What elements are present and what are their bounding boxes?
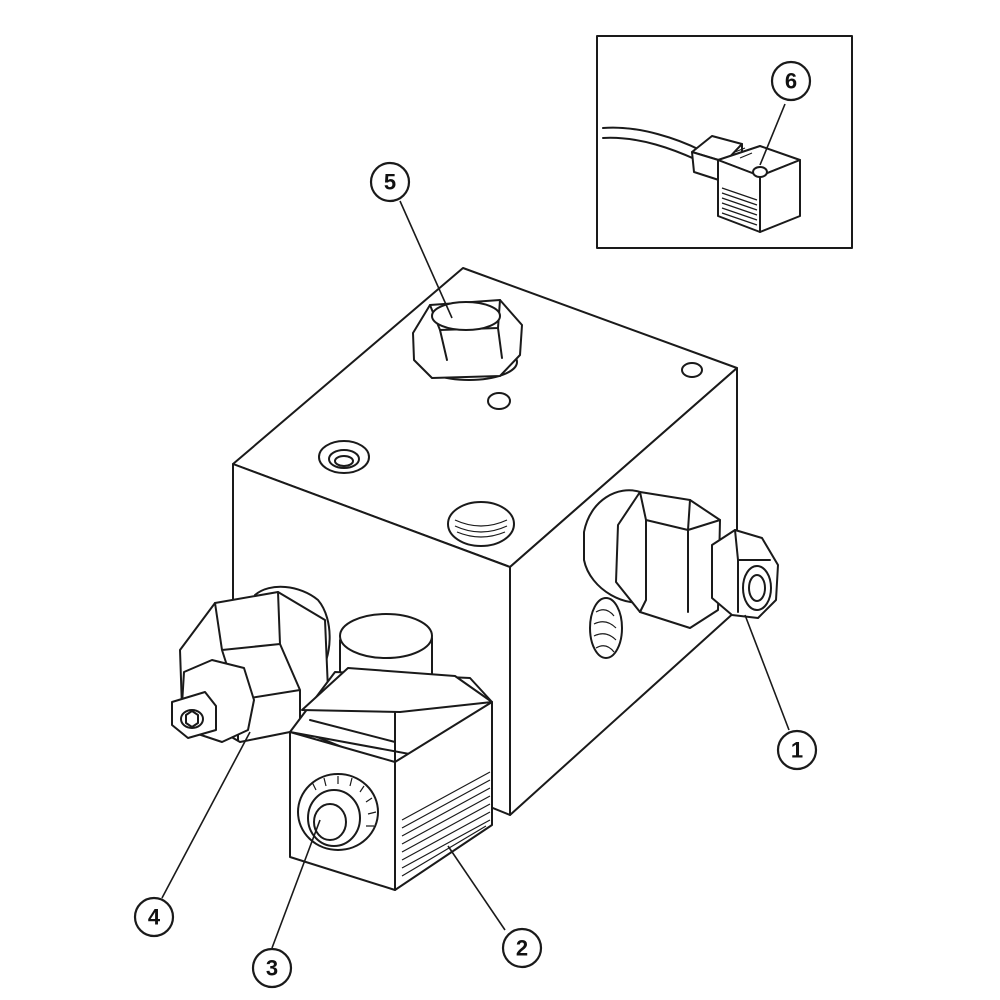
callout-4: 4 (133, 896, 175, 938)
top-port-left (318, 440, 370, 474)
top-hole-corner (681, 362, 703, 378)
inset-cable-lower (602, 136, 698, 161)
leader-4 (161, 731, 251, 899)
leader-6 (759, 103, 786, 166)
leader-1 (744, 614, 790, 731)
left-fitting-4 (171, 585, 331, 743)
leader-2 (447, 845, 506, 931)
callout-1-label: 1 (791, 738, 803, 763)
callout-1: 1 (776, 729, 818, 771)
callout-2-label: 2 (516, 936, 528, 961)
callout-2: 2 (501, 927, 543, 969)
inset-frame (596, 35, 853, 249)
right-fitting-1 (583, 489, 779, 629)
callout-3: 3 (251, 947, 293, 989)
inset-detail-connector (596, 35, 853, 249)
callout-4-label: 4 (148, 905, 161, 930)
leader-5 (399, 200, 453, 319)
manual-override-knob-3 (297, 773, 379, 851)
callout-6-label: 6 (785, 69, 797, 94)
callout-5: 5 (369, 161, 411, 203)
callout-6: 6 (770, 60, 812, 102)
leader-lines (161, 103, 790, 949)
leader-3 (271, 819, 321, 949)
top-plug-5 (412, 299, 523, 381)
callout-5-label: 5 (384, 170, 396, 195)
connector-plug (691, 135, 801, 233)
top-hole-small (487, 392, 511, 410)
callout-3-label: 3 (266, 956, 278, 981)
inset-cable-upper (602, 126, 701, 151)
right-face-port (589, 597, 623, 659)
top-port-threaded (447, 501, 515, 547)
solenoid-coil-2 (289, 613, 493, 891)
